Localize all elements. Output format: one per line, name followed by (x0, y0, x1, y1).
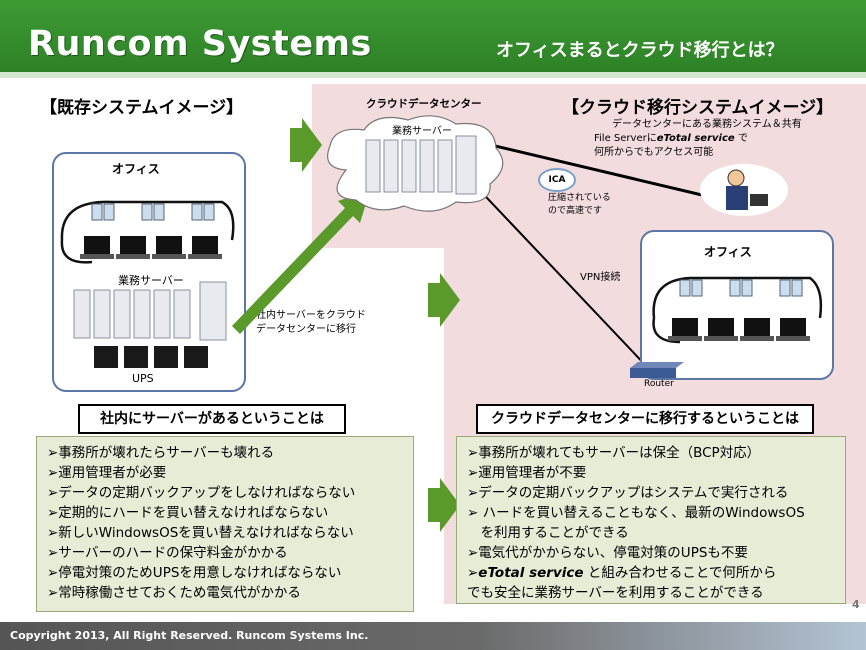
compress-note-line1: 圧縮されている (548, 193, 611, 203)
list-item: ➢定期的にハードを買い替えなければならない (47, 505, 329, 521)
migrate-note-line2: データセンターに移行 (256, 324, 356, 335)
list-item: ➢事務所が壊れてもサーバーは保全（BCP対応） (467, 445, 761, 461)
left-summary-title: 社内にサーバーがあるということは (78, 404, 346, 434)
brand-logo-text: Runcom Systems (28, 24, 372, 64)
right-summary-title: クラウドデータセンターに移行するということは (476, 404, 814, 434)
desc-line1: データセンターにある業務システム＆共有 (612, 119, 802, 130)
desc-line2: File ServerにeTotal service で (594, 133, 748, 144)
list-item: を利用することができる (467, 525, 629, 541)
cloud-server-icon (365, 135, 477, 195)
list-item: ➢データの定期バックアップをしなければならない (47, 485, 356, 501)
list-item: ➢ ハードを買い替えることもなく、最新のWindowsOS (467, 505, 805, 521)
list-item: ➢サーバーのハードの保守料金がかかる (47, 545, 288, 561)
list-item: ➢eTotal service と組み合わせることで何所から (467, 565, 777, 581)
office-label-left: オフィス (112, 162, 160, 176)
page-number: 4 (852, 598, 860, 611)
datacenter-label: クラウドデータセンター (366, 98, 482, 110)
list-item: ➢常時稼働させておくため電気代がかかる (47, 585, 301, 601)
list-item: ➢運用管理者が不要 (467, 465, 587, 481)
ups-icon (94, 346, 208, 368)
right-arrow-icon (428, 478, 460, 532)
compress-note-line2: ので高速です (548, 206, 603, 216)
server-rack-icon (73, 281, 227, 341)
header-bar: Runcom Systems オフィスまるとクラウド移行とは？ (0, 0, 866, 78)
list-item: ➢運用管理者が必要 (47, 465, 167, 481)
ups-label: UPS (132, 372, 154, 385)
migration-arrow-icon (232, 190, 370, 334)
router-label: Router (644, 379, 674, 389)
small-server-icon (91, 203, 215, 221)
remote-user-icon (700, 164, 788, 216)
cloud-server-label: 業務サーバー (392, 126, 452, 137)
list-item: ➢電気代がかからない、停電対策のUPSも不要 (467, 545, 748, 561)
cloud-system-title: 【クラウド移行システムイメージ】 (562, 98, 834, 118)
right-arrow-icon (428, 273, 460, 327)
right-arrow-icon (290, 118, 322, 172)
header-stripe (0, 72, 866, 78)
router-icon (630, 362, 684, 378)
left-bullet-list: ➢事務所が壊れたらサーバーも壊れる ➢運用管理者が必要 ➢データの定期バックアッ… (36, 436, 414, 612)
right-bullet-list: ➢事務所が壊れてもサーバーは保全（BCP対応） ➢運用管理者が不要 ➢データの定… (456, 436, 846, 604)
connection-lines (232, 118, 741, 532)
copyright-text: Copyright 2013, All Right Reserved. Runc… (10, 629, 369, 642)
list-item: でも安全に業務サーバーを利用することができる (467, 585, 764, 601)
existing-system-title: 【既存システムイメージ】 (40, 98, 244, 118)
page-title: オフィスまるとクラウド移行とは？ (496, 40, 784, 61)
office-diagram-left (60, 200, 235, 368)
server-label-left: 業務サーバー (118, 274, 184, 287)
small-server-icon (679, 279, 803, 297)
office-diagram-right (652, 276, 823, 344)
office-frame-right (640, 230, 834, 380)
desc-line3: 何所からでもアクセス可能 (594, 147, 714, 158)
list-item: ➢停電対策のためUPSを用意しなければならない (47, 565, 342, 581)
list-item: ➢事務所が壊れたらサーバーも壊れる (47, 445, 275, 461)
office-label-right: オフィス (704, 245, 752, 259)
laptop-icon (80, 236, 222, 259)
migrate-note-line1: 社内サーバーをクラウド (256, 310, 366, 321)
office-frame-left (52, 152, 246, 392)
list-item: ➢データの定期バックアップはシステムで実行される (467, 485, 789, 501)
laptop-icon (668, 318, 810, 341)
cloud-icon (327, 115, 504, 212)
vpn-label: VPN接続 (580, 272, 621, 283)
list-item: ➢新しいWindowsOSを買い替えなければならない (47, 525, 354, 541)
ica-badge: ICA (538, 168, 576, 192)
footer-bar: Copyright 2013, All Right Reserved. Runc… (0, 622, 866, 650)
